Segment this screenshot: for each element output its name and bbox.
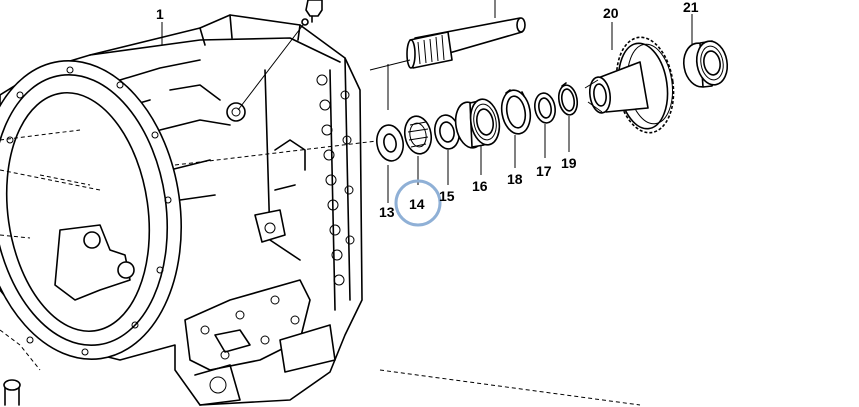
label-part-15: 15 (439, 188, 455, 204)
label-part-21: 21 (683, 0, 699, 15)
centerline-dashed (0, 234, 41, 371)
snap-ring-18[interactable] (498, 88, 533, 136)
label-part-19: 19 (561, 155, 577, 171)
needle-bearing-14[interactable] (402, 114, 434, 156)
label-part-16: 16 (472, 178, 488, 194)
label-part-20: 20 (603, 5, 619, 21)
washer-15[interactable] (432, 113, 462, 151)
bearing-21[interactable] (680, 39, 730, 90)
spacer-ring-17[interactable] (533, 91, 558, 124)
washer-13[interactable] (374, 123, 406, 163)
breather-fitting (3, 379, 21, 406)
gear-20[interactable] (584, 34, 679, 137)
label-part-18: 18 (507, 171, 523, 187)
ball-bearing-16[interactable] (452, 97, 503, 150)
label-part-13: 13 (379, 204, 395, 220)
highlight-circle (394, 179, 442, 227)
housing-bell-flange (0, 60, 183, 360)
label-part-1: 1 (156, 6, 164, 22)
centerline-dashed (379, 369, 641, 406)
label-part-17: 17 (536, 163, 552, 179)
centerline-dashed (174, 139, 386, 166)
top-fitting (237, 0, 323, 111)
centerline-dashed (0, 129, 101, 191)
shaft[interactable] (369, 17, 526, 110)
snap-ring-19[interactable] (557, 82, 580, 116)
label-part-14: 14 (409, 196, 425, 212)
